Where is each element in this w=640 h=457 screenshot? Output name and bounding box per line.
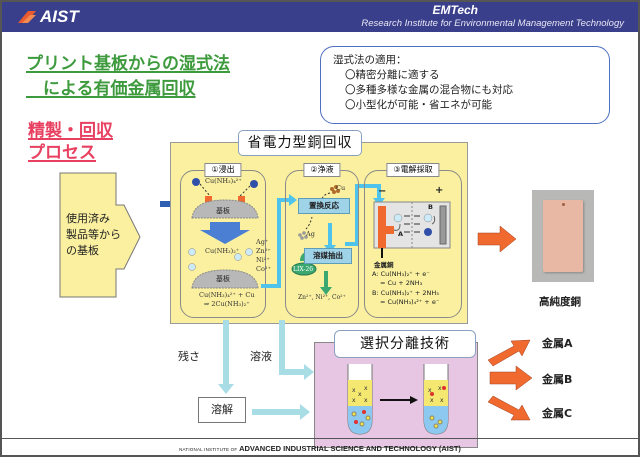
metal-a-label: 金属A <box>542 337 573 350</box>
step-purification: ②浄液 <box>285 163 359 318</box>
input-arrow-shape <box>59 172 141 298</box>
main-title-line1: プリント基板からの湿式法 <box>26 54 230 74</box>
metal-c-label: 金属C <box>542 407 573 420</box>
complex-top: Cu(NH₃)₄²⁺ <box>205 177 242 185</box>
benefit-item: 〇多種多様な金属の混合物にも対応 <box>345 84 513 96</box>
aist-logo: AIST <box>16 7 79 27</box>
logo-text: AIST <box>40 7 79 26</box>
dissolution-box: 溶解 <box>198 397 246 423</box>
benefits-heading: 湿式法の適用： <box>333 54 407 66</box>
svg-text:x: x <box>428 387 432 394</box>
displacement-reaction-box: 置換反応 <box>298 198 350 214</box>
arrow-metal-c-icon <box>487 395 531 421</box>
input-label: 使用済み 製品等から の基板 <box>66 212 121 257</box>
svg-text:x: x <box>364 385 368 392</box>
step-purification-label: ②浄液 <box>303 163 341 177</box>
svg-text:x: x <box>352 387 356 394</box>
leaching-illustration <box>188 178 259 289</box>
complex-mid: Cu(NH₃)₂⁺ <box>205 247 240 255</box>
svg-text:x: x <box>358 391 362 398</box>
light-flow-arrows <box>218 320 314 420</box>
electrode-a-label: A <box>398 230 404 238</box>
byproduct-ions: Zn²⁺, Ni²⁺, Co²⁺ <box>298 294 346 301</box>
high-purity-copper-photo <box>532 190 594 282</box>
ion-list: Ag⁺ Zn²⁺ Ni²⁺ Co²⁺ <box>256 238 271 273</box>
footer-divider <box>2 438 638 439</box>
institute-name: Research Institute for Environmental Man… <box>361 18 624 29</box>
benefit-item: 〇小型化が可能・省エネが可能 <box>345 99 492 111</box>
svg-text:x: x <box>440 397 444 404</box>
separation-panel <box>314 342 478 448</box>
main-title: プリント基板からの湿式法 による有価金属回収 <box>26 50 230 100</box>
metal-b-label: 金属B <box>542 373 573 386</box>
header-bar: AIST EMTech Research Institute for Envir… <box>2 2 638 32</box>
benefit-item: 〇精密分離に適する <box>345 69 440 81</box>
orange-arrow-to-product-icon <box>477 225 517 253</box>
benefits-list: 〇精密分離に適する 〇多種多様な金属の混合物にも対応 〇小型化が可能・省エネが可… <box>345 68 513 113</box>
leaching-reaction: Cu(NH₃)₄²⁺ + Cu ⇒ 2Cu(NH₃)₂⁺ <box>199 291 255 308</box>
plus-terminal: + <box>435 185 444 196</box>
footer: NATIONAL INSTITUTE OF ADVANCED INDUSTRIA… <box>2 444 638 453</box>
brand-name: EMTech <box>432 3 478 17</box>
process-subtitle-line2: プロセス <box>28 143 96 163</box>
footer-main: ADVANCED INDUSTRIAL SCIENCE AND TECHNOLO… <box>239 444 461 453</box>
svg-text:x: x <box>438 385 442 392</box>
residue-label: 残さ <box>178 350 200 363</box>
purification-illustration <box>291 185 340 295</box>
ag-label: Ag <box>306 230 315 238</box>
extractant-label: LIX-26 <box>293 266 314 273</box>
metal-output-arrows <box>487 339 533 421</box>
solvent-extraction-box: 溶媒抽出 <box>304 248 352 264</box>
high-purity-copper-label: 高純度銅 <box>539 296 581 308</box>
ion-dot <box>192 178 200 186</box>
svg-text:x: x <box>352 397 356 404</box>
solution-label: 溶液 <box>250 350 272 363</box>
separation-title: 選択分離技術 <box>334 330 476 358</box>
main-title-line2: による有価金属回収 <box>26 79 196 99</box>
metal-copper-label: 金属銅 <box>374 261 394 269</box>
benefits-box: 湿式法の適用： 〇精密分離に適する 〇多種多様な金属の混合物にも対応 〇小型化が… <box>320 46 610 124</box>
svg-text:x: x <box>430 397 434 404</box>
substrate-label: 基板 <box>216 207 230 215</box>
arrow-metal-a-icon <box>487 339 531 367</box>
step-electrowinning-label: ③電解採取 <box>386 163 440 177</box>
copper-recovery-title: 省電力型銅回収 <box>238 130 362 156</box>
electrode-b-label: B <box>428 203 433 211</box>
footer-prefix: NATIONAL INSTITUTE OF <box>179 447 238 452</box>
step-leaching-label: ①浸出 <box>204 163 242 177</box>
process-subtitle: 精製・回収 プロセス <box>28 120 113 164</box>
process-subtitle-line1: 精製・回収 <box>28 121 113 141</box>
step-electrowinning: ③電解採取 <box>364 163 462 318</box>
minus-terminal: − <box>378 186 387 197</box>
step-leaching: ①浸出 <box>180 163 266 318</box>
electrolysis-cell <box>373 201 451 258</box>
arrow-metal-b-icon <box>489 365 533 391</box>
electrowinning-reactions: A: Cu(NH₃)₂⁺ + e⁻ = Cu + 2NH₃ B: Cu(NH₃)… <box>372 270 440 306</box>
svg-text:x: x <box>364 397 368 404</box>
ion-dot <box>250 180 258 188</box>
aist-logo-icon <box>18 11 36 23</box>
substrate-label-2: 基板 <box>216 275 230 283</box>
cu-label: Cu <box>336 184 346 192</box>
